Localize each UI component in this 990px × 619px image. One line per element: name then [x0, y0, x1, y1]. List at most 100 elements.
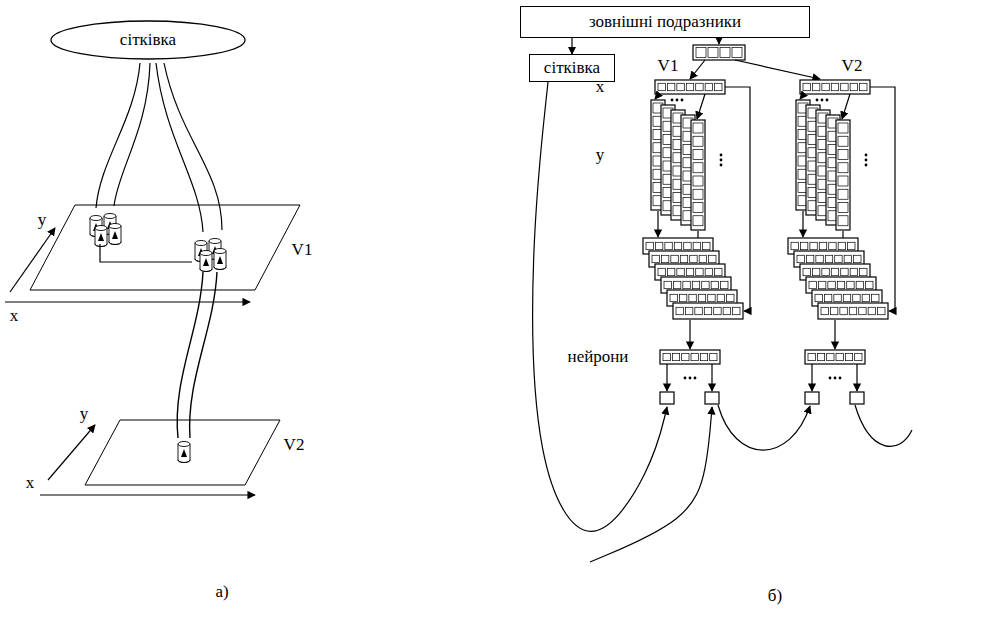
illustration-stroke [178, 442, 190, 447]
unit-cell [803, 83, 810, 90]
cortex-plane [85, 420, 280, 485]
unit-cell [838, 150, 848, 160]
unit-cell [664, 281, 671, 288]
unit-cell [809, 281, 816, 288]
unit-cell [693, 242, 700, 249]
unit-cell [708, 48, 718, 58]
unit-cell [658, 268, 665, 275]
unit-cell [838, 189, 848, 199]
illustration-stroke [109, 224, 121, 229]
ellipsis-dot [839, 377, 842, 380]
illustration-stroke [217, 256, 223, 264]
unit-cell [838, 216, 848, 226]
neuron-link [718, 405, 810, 450]
illustration-stroke [226, 251, 227, 267]
unit-cell [822, 268, 829, 275]
unit-cell [708, 294, 715, 301]
unit-cell [849, 307, 856, 314]
illustration-stroke [200, 269, 212, 272]
illustration-stroke [104, 214, 116, 219]
unit-cell [812, 83, 819, 90]
illustration-stroke [214, 267, 226, 270]
illustration-stroke [212, 253, 213, 269]
unit-cell [693, 163, 703, 173]
unit-cell [841, 83, 848, 90]
unit-cell [860, 268, 867, 275]
unit-cell [831, 83, 838, 90]
unit-cell [682, 353, 689, 360]
unit-cell [816, 255, 823, 262]
unit-cell [677, 83, 684, 90]
ellipsis-dot [684, 377, 687, 380]
arrow [800, 94, 804, 99]
unit-cell [848, 242, 855, 249]
column-cylinder [200, 251, 212, 272]
illustration-stroke [181, 449, 187, 457]
unit-cell [838, 176, 848, 186]
arrow [842, 94, 850, 119]
unit-cell [841, 268, 848, 275]
column-cylinder [178, 442, 190, 463]
ellipsis-dot [834, 377, 837, 380]
unit-cell [859, 307, 866, 314]
unit-cell [862, 294, 869, 301]
unit-cell [691, 353, 698, 360]
unit-cell [860, 83, 867, 90]
unit-cell [670, 294, 677, 301]
illustration-stroke [178, 444, 179, 460]
unit-cell [810, 242, 817, 249]
ellipsis-dot [865, 159, 868, 162]
unit-cell [838, 136, 848, 146]
node-text: зовнішні подразники [589, 12, 741, 32]
arrow [834, 320, 835, 349]
unit-cell [676, 307, 683, 314]
unit-cell [667, 268, 674, 275]
panel-label: а) [215, 583, 228, 602]
ellipsis-dot [720, 154, 723, 157]
stimulus-box: зовнішні подразники [520, 6, 810, 38]
retina-ellipse: сітківка [50, 20, 246, 60]
ellipsis-dot [681, 99, 684, 102]
arrow [811, 364, 812, 391]
unit-cell [658, 83, 665, 90]
neuron-box [660, 392, 674, 404]
unit-cell [868, 307, 875, 314]
unit-cell [803, 268, 810, 275]
stimulus-box [693, 45, 745, 60]
ellipsis-dot [829, 377, 832, 380]
retina-fiber [164, 63, 222, 230]
unit-cell [840, 307, 847, 314]
unit-cell [854, 255, 861, 262]
unit-cell [683, 281, 690, 288]
ellipsis-dot [676, 99, 679, 102]
node-text: сітківка [120, 30, 176, 50]
unit-cell [878, 307, 885, 314]
neuron-box [705, 392, 719, 404]
unit-cell [838, 203, 848, 213]
unit-cell [695, 307, 702, 314]
unit-cell [866, 281, 873, 288]
illustration-stroke [195, 243, 196, 259]
unit-cell [828, 281, 835, 288]
arrow [666, 364, 667, 391]
unit-cell [836, 353, 843, 360]
illustration-stroke [178, 460, 190, 463]
unit-cell [693, 203, 703, 213]
ellipsis-dot [720, 164, 723, 167]
node-text: сітківка [544, 58, 600, 78]
unit-cell [797, 255, 804, 262]
unit-cell [714, 307, 721, 314]
unit-cell [845, 353, 852, 360]
retina-pathway [590, 407, 712, 562]
unit-cell [684, 242, 691, 249]
layer-label: нейрони [568, 348, 629, 367]
unit-cell [800, 242, 807, 249]
ellipsis-dot [816, 99, 819, 102]
arrow [655, 94, 659, 99]
unit-cell [690, 255, 697, 262]
unit-cell [856, 281, 863, 288]
unit-cell [703, 242, 710, 249]
unit-cell [689, 294, 696, 301]
illustration-stroke [95, 244, 107, 247]
unit-cell [817, 353, 824, 360]
